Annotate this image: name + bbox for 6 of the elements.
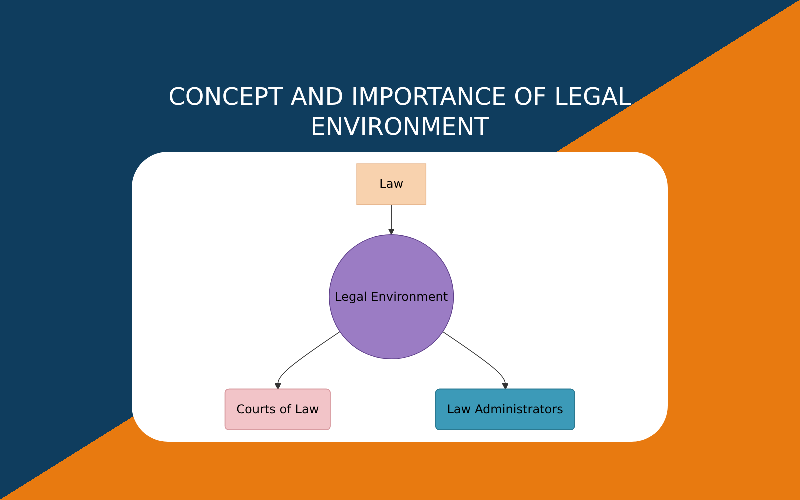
arrow [442,332,509,390]
arrow [388,204,395,236]
title: CONCEPT AND IMPORTANCE OF LEGAL ENVIRONMENT [168,82,632,142]
node-box: Law [356,164,427,206]
node-circle: Legal Environment [329,234,454,360]
arrow [274,332,341,390]
